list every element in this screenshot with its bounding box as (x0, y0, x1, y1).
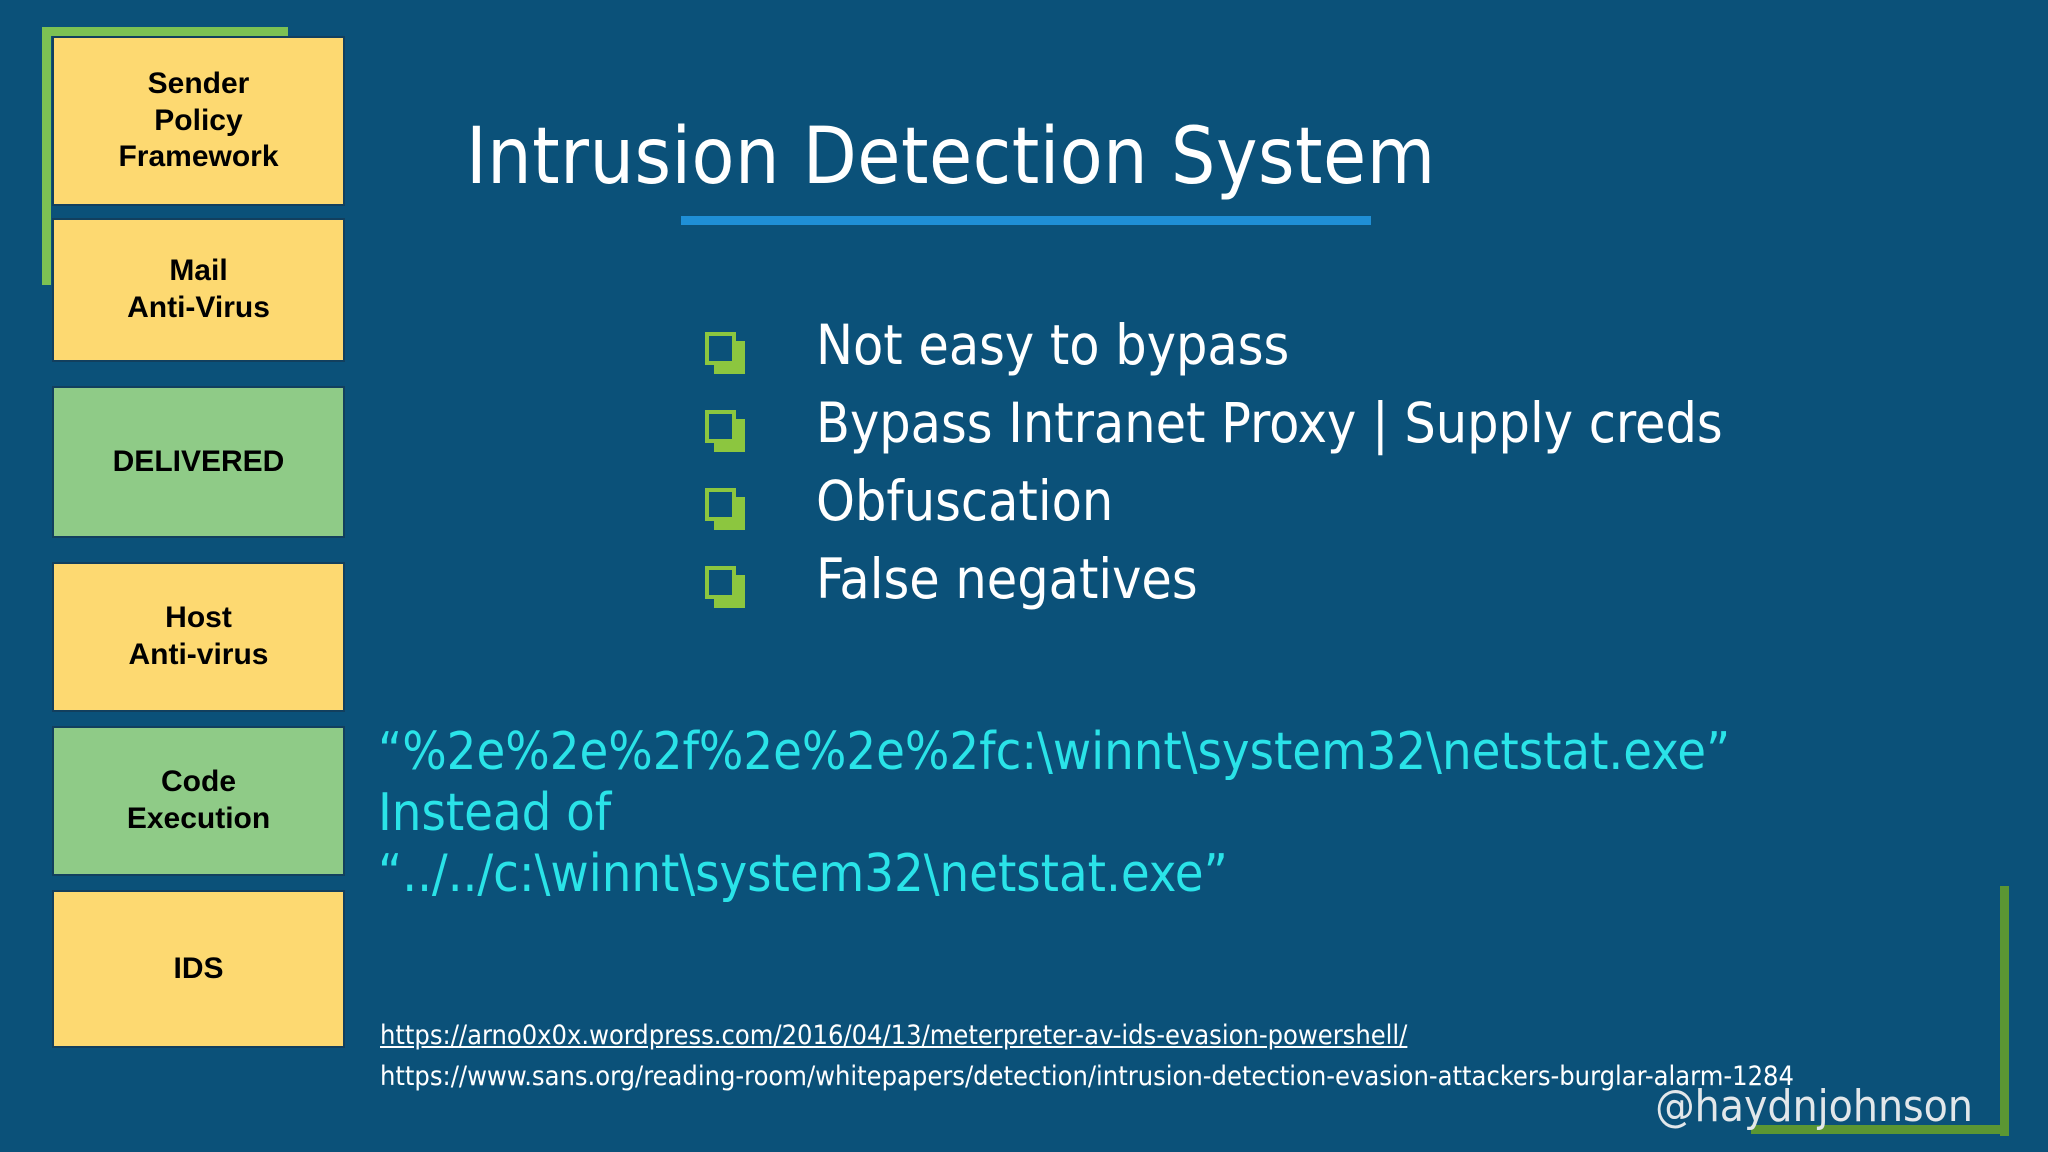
slide-title-block: Intrusion Detection System (466, 118, 1436, 225)
flow-box-label: Host Anti-virus (128, 601, 269, 671)
reference-links: https://arno0x0x.wordpress.com/2016/04/1… (380, 1016, 1794, 1097)
checkbox-box-icon (705, 488, 745, 530)
flow-box-label: Mail Anti-Virus (127, 254, 270, 324)
flow-box-label: Sender Policy Framework (118, 67, 279, 174)
flow-box-host-anti-virus: Host Anti-virus (52, 562, 345, 712)
attack-chain-flowchart: Sender Policy Framework Mail Anti-Virus … (52, 36, 345, 1060)
list-item: Bypass Intranet Proxy | Supply creds (705, 396, 1723, 452)
list-item-label: False negatives (816, 547, 1198, 611)
bottom-right-accent-horizontal (1751, 1125, 2009, 1134)
flow-box-label: IDS (173, 951, 224, 985)
flow-box-label: Code Execution (126, 765, 271, 835)
flow-box-label: DELIVERED (112, 444, 285, 478)
flow-box-ids: IDS (52, 890, 345, 1048)
list-item: Obfuscation (705, 474, 1723, 530)
top-left-accent-horizontal (42, 27, 288, 36)
list-item: False negatives (705, 552, 1723, 608)
reference-link-sans[interactable]: https://www.sans.org/reading-room/whitep… (380, 1060, 1794, 1092)
flow-box-sender-policy-framework: Sender Policy Framework (52, 36, 345, 206)
list-item: Not easy to bypass (705, 318, 1723, 374)
code-line-instead: Instead of (378, 782, 612, 843)
list-item-label: Obfuscation (816, 469, 1114, 533)
list-item-label: Not easy to bypass (816, 313, 1290, 377)
page-title: Intrusion Detection System (466, 112, 1436, 202)
flow-box-code-execution: Code Execution (52, 726, 345, 876)
list-item-label: Bypass Intranet Proxy | Supply creds (816, 391, 1723, 455)
flow-box-delivered: DELIVERED (52, 386, 345, 538)
reference-link-wordpress[interactable]: https://arno0x0x.wordpress.com/2016/04/1… (380, 1020, 1408, 1051)
code-line-encoded: “%2e%2e%2f%2e%2e%2fc:\winnt\system32\net… (378, 722, 1731, 782)
author-handle: @haydnjohnson (1655, 1081, 1973, 1132)
checkbox-box-icon (705, 410, 745, 452)
code-line-plain: “../../c:\winnt\system32\netstat.exe” (378, 843, 1228, 904)
top-left-accent-vertical (42, 27, 51, 285)
flow-box-mail-anti-virus: Mail Anti-Virus (52, 218, 345, 362)
bullet-list: Not easy to bypass Bypass Intranet Proxy… (705, 318, 1723, 630)
checkbox-box-icon (705, 332, 745, 374)
checkbox-box-icon (705, 566, 745, 608)
title-underline-rule (681, 216, 1371, 225)
bottom-right-accent-vertical (2000, 886, 2009, 1136)
code-example-block: “%2e%2e%2f%2e%2e%2fc:\winnt\system32\net… (378, 722, 1730, 904)
